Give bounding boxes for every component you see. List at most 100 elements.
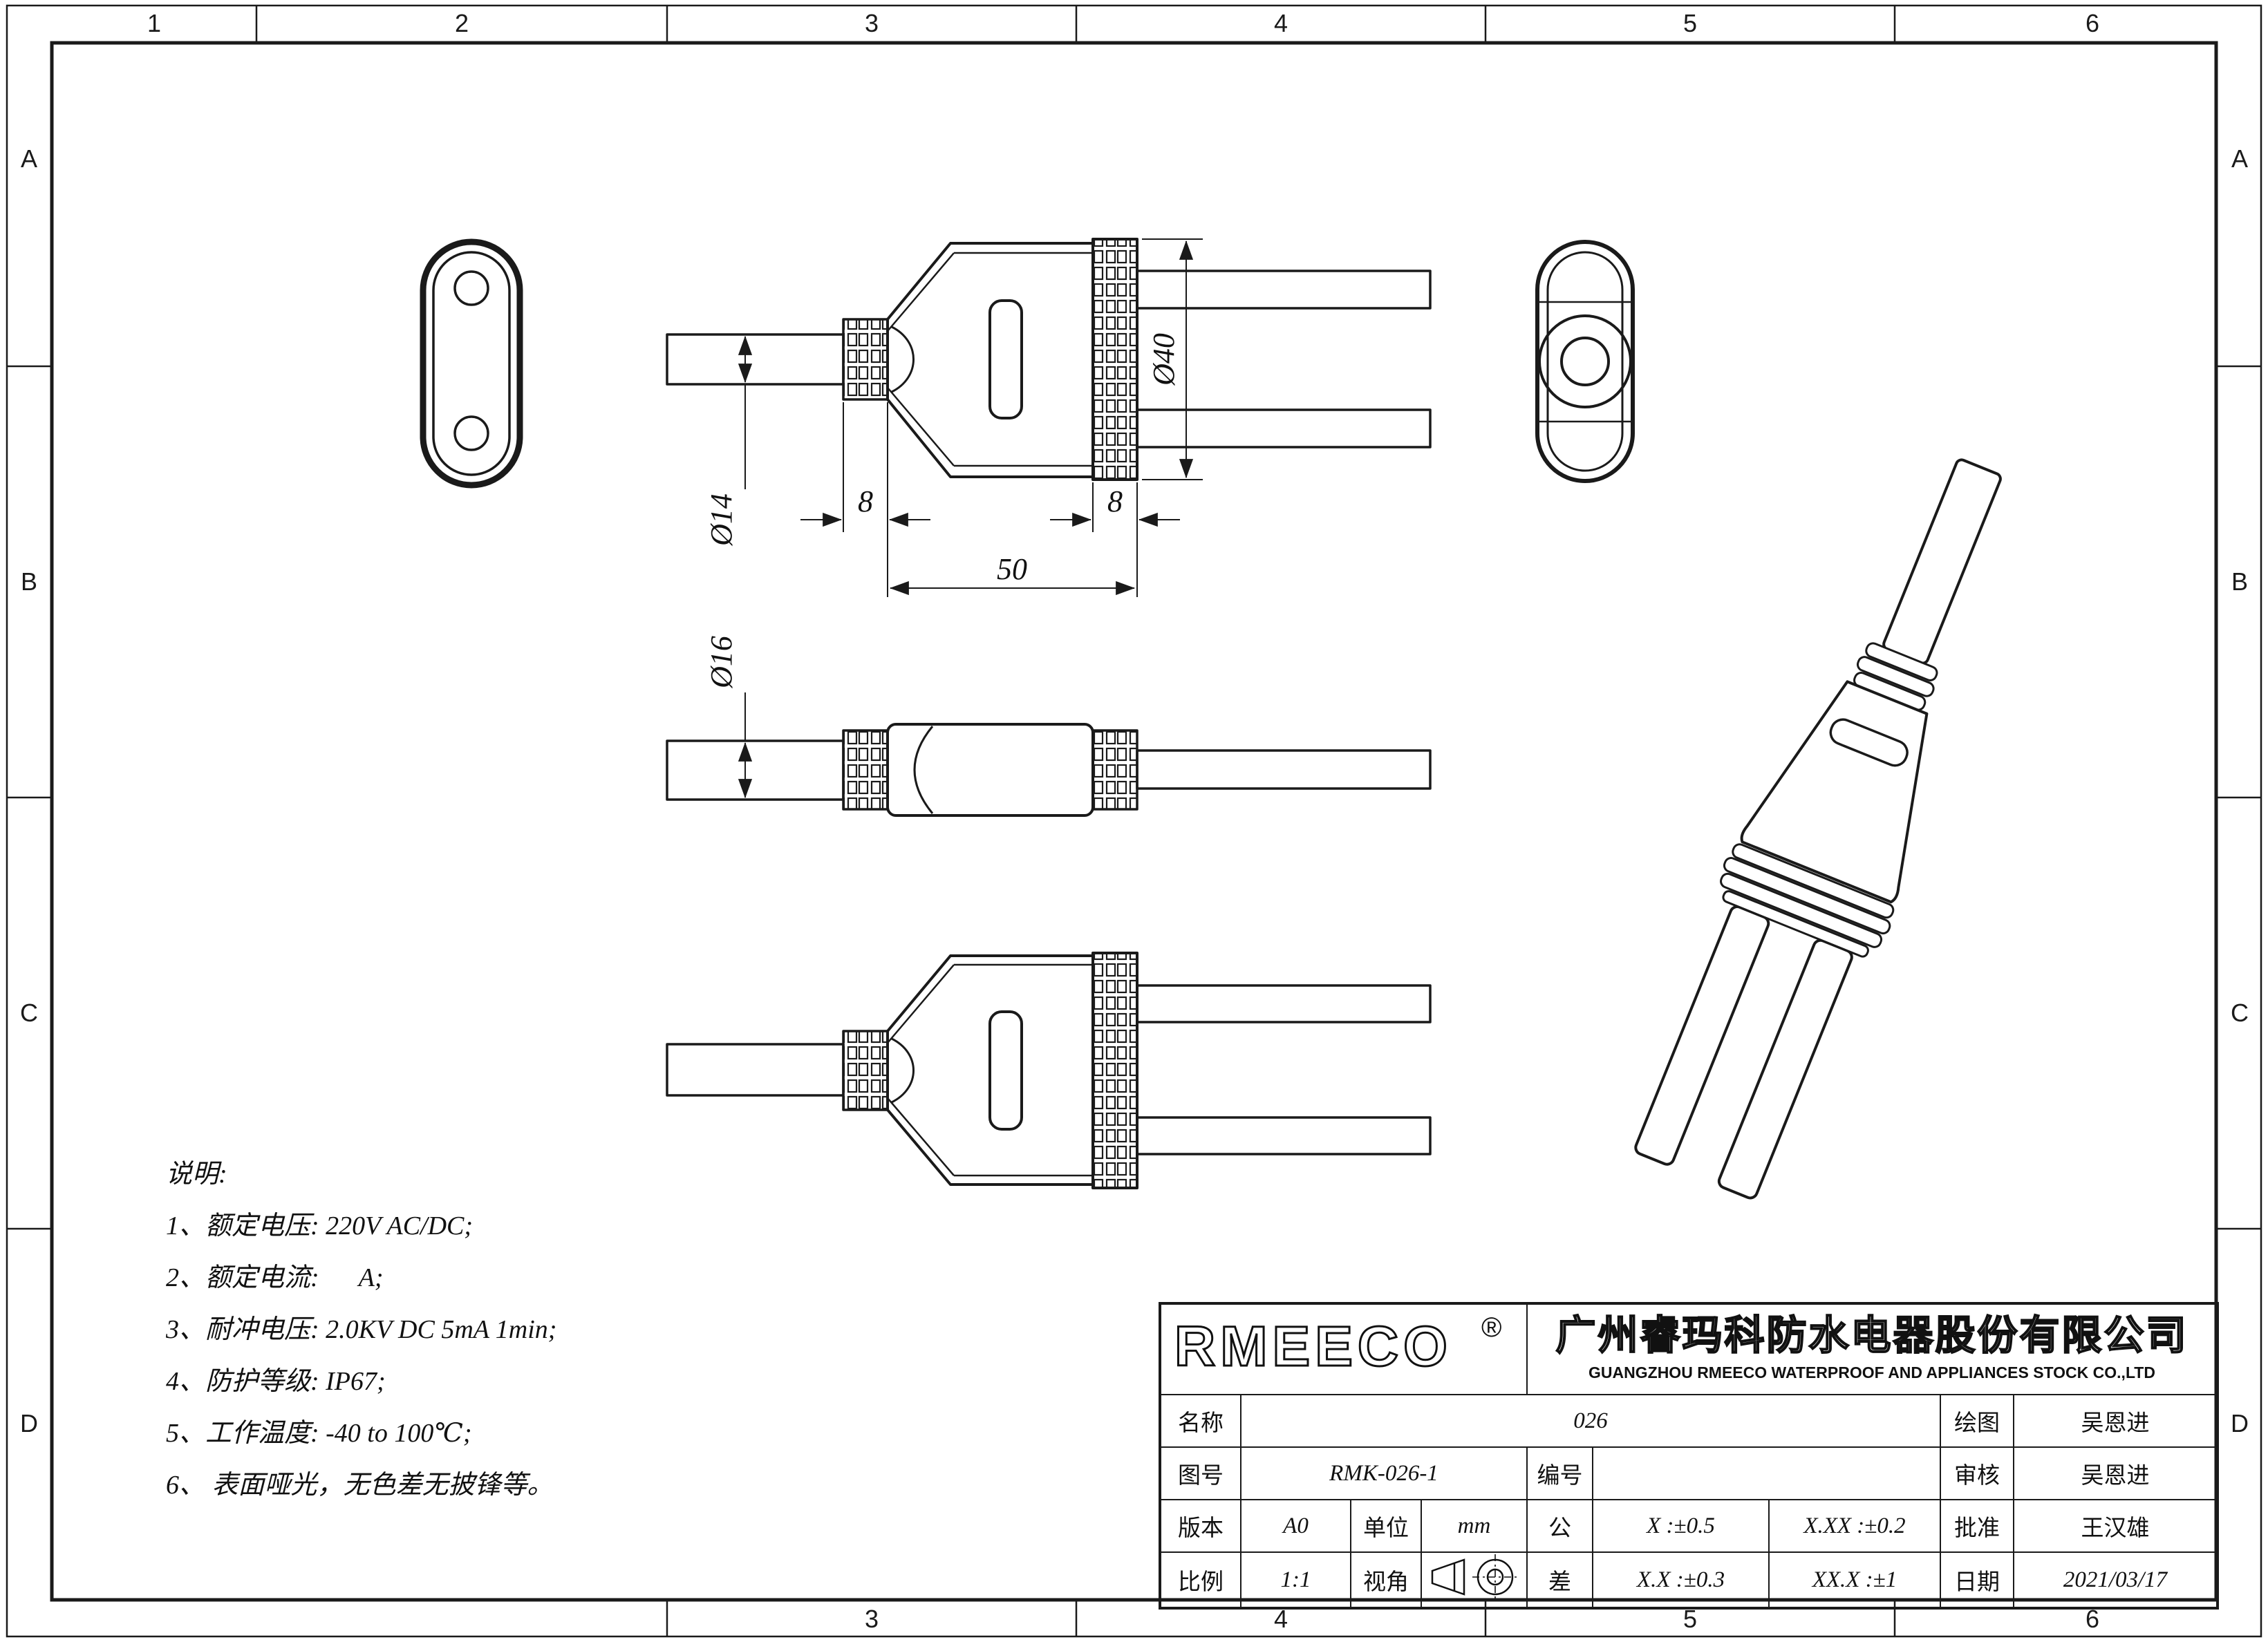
company-cell: 广州睿玛科防水电器股份有限公司 GUANGZHOU RMEECO WATERPR… [1526,1303,2219,1395]
note-working-temperature: 5、工作温度: -40 to 100℃; [166,1419,472,1448]
drawn-value: 吴恩进 [2012,1394,2219,1448]
end-outer-circle [1538,314,1632,408]
serial-value [1592,1446,1941,1500]
output-cable-top [1136,984,1432,1023]
right-gland-ribs [1091,238,1138,481]
view-angle-label: 视角 [1350,1551,1422,1609]
y-crotch-curve [891,1037,915,1104]
tolerance-xx1: XX.X :±1 [1768,1551,1941,1609]
logo-text: RMEECO [1174,1315,1452,1378]
front-pin-hole-bottom [453,415,489,451]
left-gland-ribs [842,729,889,811]
output-cable [1136,749,1432,790]
scale-value: 1:1 [1240,1551,1351,1609]
projection-symbols [1431,1554,1518,1600]
tolerance-xx: X.XX :±0.2 [1768,1499,1941,1553]
bottom-y-view [666,952,1432,1189]
ext-lines-dia40 [1142,238,1203,480]
zone-label-bottom-3: 3 [864,1605,879,1633]
registered-mark-icon: ® [1481,1312,1501,1343]
zone-label-top-1: 1 [147,9,162,37]
date-value: 2021/03/17 [2012,1551,2219,1609]
zone-label-right-a: A [2231,144,2249,173]
dim-label-gland-right: 8 [1107,484,1123,518]
input-cable [666,1043,845,1097]
zone-ticks-right [2216,365,2261,1230]
note-rated-current: 2、额定电流: A; [166,1263,384,1292]
zone-label-right-b: B [2231,567,2249,596]
input-cable [666,333,845,386]
checked-label: 审核 [1940,1446,2014,1500]
zone-label-bottom-5: 5 [1683,1605,1698,1633]
view-angle-symbols [1421,1551,1528,1609]
company-name-cn: 广州睿玛科防水电器股份有限公司 [1555,1313,2188,1358]
logo-cell: RMEECO ® [1159,1303,1528,1395]
note-protection-class: 4、防护等级: IP67; [166,1367,386,1396]
left-gland-ribs [842,318,889,401]
iso-bottom-rib-3 [1720,872,1883,948]
dimension-labels: Ø40 Ø14 Ø16 8 8 50 [704,333,1181,689]
name-label: 名称 [1159,1394,1241,1448]
zone-label-left-b: B [20,567,38,596]
iso-body [1740,680,1929,904]
output-cable-bottom [1136,1116,1432,1155]
label-window [988,299,1023,419]
iso-bottom-rib-1 [1732,843,1895,919]
input-cable [666,739,845,801]
scale-label: 比例 [1159,1551,1241,1609]
projection-centerlines [1472,1554,1518,1600]
version-label: 版本 [1159,1499,1241,1553]
tolerance-x1: X.X :±0.3 [1592,1551,1770,1609]
y-body-inner-edges [887,252,1093,467]
isometric-view [1634,458,2002,1200]
drawing-no-value: RMK-026-1 [1240,1446,1528,1500]
iso-collar-rib-2 [1856,656,1935,697]
iso-bottom-rib-2 [1723,857,1891,935]
iso-label-window [1829,718,1909,767]
dim-label-connector-dia: Ø16 [704,636,738,689]
approved-label: 批准 [1940,1499,2014,1553]
front-outer-outline [420,238,523,489]
front-end-view [420,238,523,489]
outer-frame-line [6,4,2262,1638]
iso-input-cable [1882,458,2002,665]
technical-notes: 说明: 1、额定电压: 220V AC/DC; 2、额定电流: A; 3、耐冲电… [166,1149,556,1511]
dome-curve [913,726,934,814]
tolerance-x: X :±0.5 [1592,1499,1770,1553]
version-value: A0 [1240,1499,1351,1553]
iso-base-plate [1722,890,1869,958]
dim-label-body-dia: Ø40 [1147,333,1181,386]
rmeeco-logo: RMEECO ® [1173,1312,1501,1379]
zone-ticks-bottom [666,1600,1896,1636]
company-name-block: 广州睿玛科防水电器股份有限公司 GUANGZHOU RMEECO WATERPR… [1555,1312,2188,1381]
unit-value: mm [1421,1499,1528,1553]
date-label: 日期 [1940,1551,2014,1609]
end-inner-outline [1546,251,1624,472]
note-impulse-voltage: 3、耐冲电压: 2.0KV DC 5mA 1min; [166,1315,557,1344]
side-view [666,723,1432,817]
name-value: 026 [1240,1394,1941,1448]
sheet-frame [6,4,2262,1638]
dim-label-gland-left: 8 [858,484,873,518]
inner-border-line [50,41,2218,1602]
main-y-view [666,238,1432,481]
y-body-inner-edges [887,963,1093,1177]
iso-collar-rib-1 [1865,642,1938,681]
projection-inner-circle [1486,1568,1503,1586]
right-gland-ribs [1091,952,1138,1189]
ext-lines-glands [843,402,1138,597]
end-inner-circle [1560,337,1610,386]
zone-ticks-top [255,6,1896,43]
company-name-en: GUANGZHOU RMEECO WATERPROOF AND APPLIANC… [1588,1363,2155,1381]
y-crotch-curve [891,325,915,393]
zone-label-bottom-6: 6 [2085,1605,2100,1633]
output-cable-bottom [1136,408,1432,449]
drawn-label: 绘图 [1940,1394,2014,1448]
approved-value: 王汉雄 [2012,1499,2219,1553]
label-window [988,1010,1023,1131]
drawing-no-label: 图号 [1159,1446,1241,1500]
zone-label-right-d: D [2231,1409,2249,1437]
front-pin-hole-top [453,270,489,306]
